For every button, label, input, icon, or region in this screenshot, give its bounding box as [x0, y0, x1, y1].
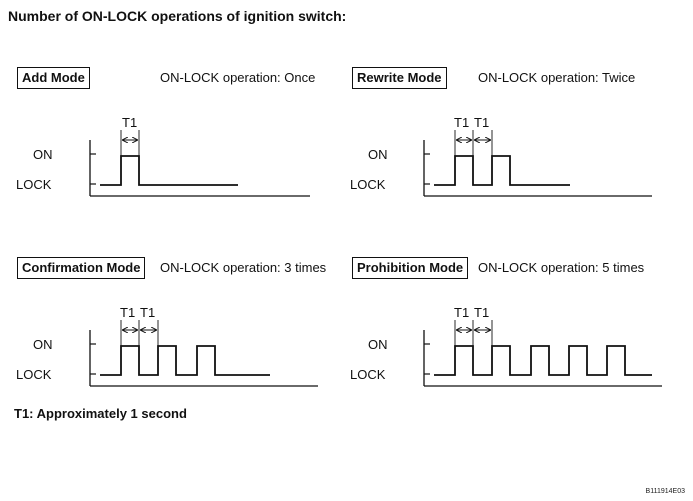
t1-label-rewrite-1: T1 — [454, 115, 470, 130]
mode-box-confirmation: Confirmation Mode — [17, 257, 146, 279]
operation-text-prohibition: ON-LOCK operation: 5 times — [478, 260, 645, 275]
t1-label-rewrite-2: T1 — [474, 115, 490, 130]
mode-box-add: Add Mode — [17, 67, 90, 89]
mode-box-rewrite: Rewrite Mode — [352, 67, 447, 89]
figure-code: B111914E03 — [645, 488, 685, 495]
waveform-rewrite — [423, 130, 652, 197]
waveform-confirmation — [89, 320, 318, 387]
on-label-prohibition: ON — [368, 337, 388, 352]
t1-label-prohibition-2: T1 — [474, 305, 490, 320]
on-label-add: ON — [33, 147, 53, 162]
signal-add — [100, 155, 238, 186]
on-label-confirmation: ON — [33, 337, 53, 352]
operation-text-rewrite: ON-LOCK operation: Twice — [478, 70, 636, 85]
signal-confirmation — [100, 345, 270, 376]
footnote: T1: Approximately 1 second — [14, 406, 187, 421]
lock-label-rewrite: LOCK — [350, 177, 386, 192]
t1-label-confirmation-1: T1 — [120, 305, 136, 320]
t1-label-confirmation-2: T1 — [140, 305, 156, 320]
operation-text-add: ON-LOCK operation: Once — [160, 70, 316, 85]
on-label-rewrite: ON — [368, 147, 388, 162]
lock-label-prohibition: LOCK — [350, 367, 386, 382]
signal-prohibition — [434, 345, 652, 376]
operation-text-confirmation: ON-LOCK operation: 3 times — [160, 260, 327, 275]
t1-label-prohibition-1: T1 — [454, 305, 470, 320]
signal-rewrite — [434, 155, 570, 186]
lock-label-confirmation: LOCK — [16, 367, 52, 382]
lock-label-add: LOCK — [16, 177, 52, 192]
page-title: Number of ON-LOCK operations of ignition… — [8, 8, 347, 24]
waveform-prohibition — [423, 320, 662, 387]
waveform-add — [89, 130, 310, 197]
t1-label-add-1: T1 — [122, 115, 138, 130]
mode-box-prohibition: Prohibition Mode — [352, 257, 469, 279]
